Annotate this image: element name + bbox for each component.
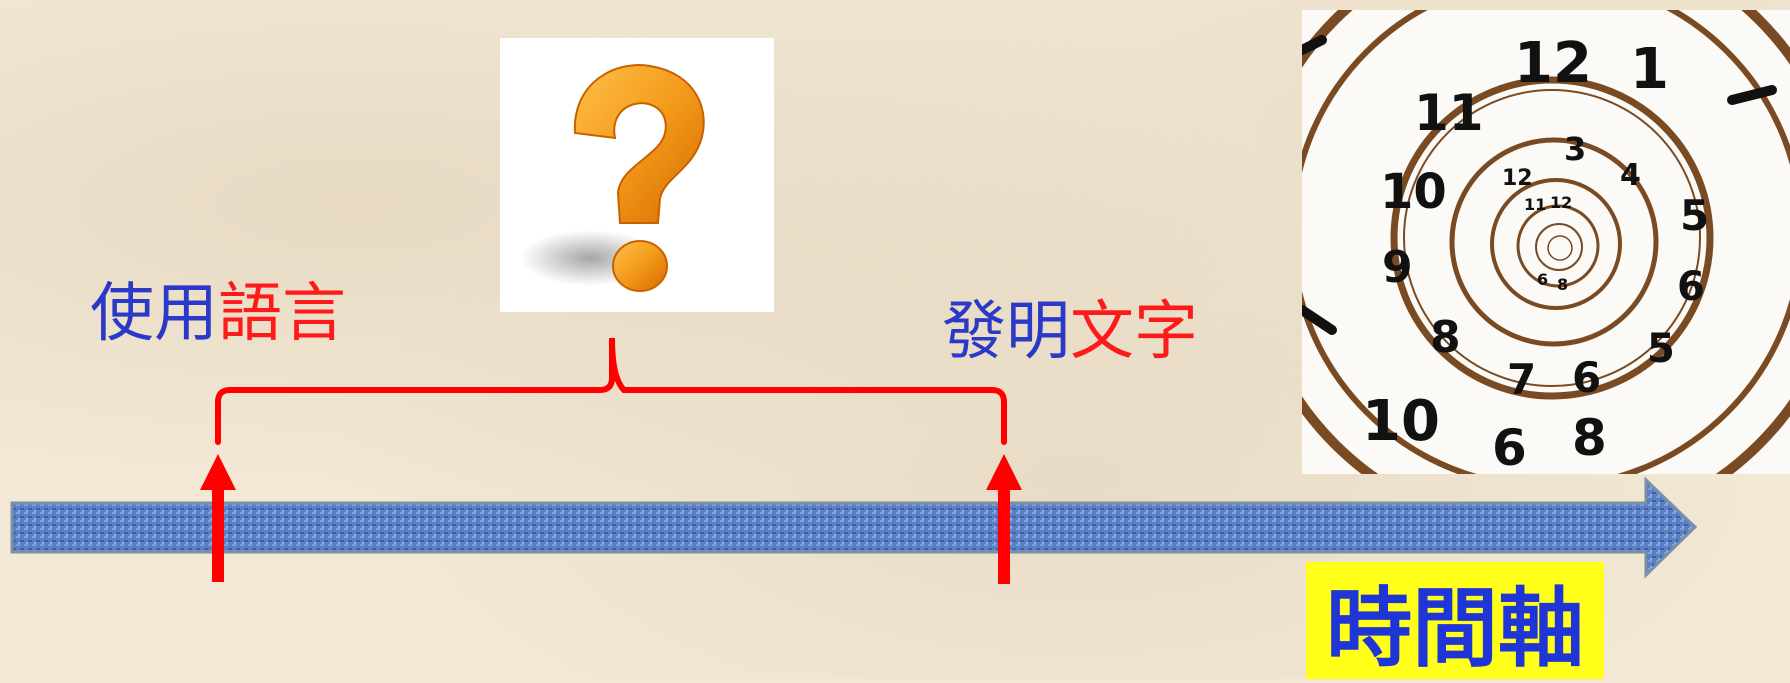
- event-label-language-part1: 使用: [90, 277, 218, 351]
- clock-number: 10: [1362, 389, 1440, 454]
- spiral-clock-icon: 12 1 11 10 9 8 7 6 5 5 6 3 4 10 6 8 12 1…: [1302, 10, 1790, 474]
- event-label-language-part2: 語言: [218, 277, 346, 351]
- question-mark-icon: [520, 64, 705, 292]
- clock-number: 4: [1620, 158, 1641, 193]
- event-label-writing-part1: 發明: [942, 295, 1070, 369]
- clock-number: 12: [1514, 31, 1592, 96]
- up-arrow-icon: [986, 454, 1022, 584]
- clock-number: 1: [1630, 37, 1669, 102]
- clock-number: 6: [1572, 353, 1601, 402]
- question-mark-image: [500, 38, 774, 312]
- event-label-language: 使用語言: [90, 282, 346, 346]
- clock-number: 6: [1492, 419, 1527, 474]
- time-axis-label: 時間軸: [1306, 562, 1604, 679]
- event-label-writing-part2: 文字: [1070, 295, 1198, 369]
- event-label-writing: 發明文字: [942, 300, 1198, 364]
- clock-number: 9: [1382, 242, 1413, 293]
- clock-number: 8: [1430, 312, 1461, 363]
- spiral-clock-image: 12 1 11 10 9 8 7 6 5 5 6 3 4 10 6 8 12 1…: [1302, 10, 1790, 474]
- up-arrow-icon: [200, 454, 236, 582]
- clock-number: 7: [1507, 355, 1536, 404]
- clock-number: 5: [1680, 191, 1709, 240]
- curly-brace-icon: [215, 337, 1007, 445]
- clock-number: 10: [1380, 164, 1447, 220]
- timeline-arrow-icon: [10, 476, 1698, 579]
- clock-number: 11: [1524, 195, 1546, 214]
- clock-number: 8: [1572, 409, 1607, 467]
- clock-number: 12: [1502, 166, 1533, 191]
- clock-number: 12: [1550, 193, 1572, 212]
- clock-number: 3: [1564, 130, 1586, 168]
- clock-number: 8: [1557, 275, 1568, 294]
- clock-number: 5: [1647, 326, 1675, 372]
- clock-number: 6: [1537, 270, 1548, 289]
- clock-number: 6: [1677, 264, 1705, 310]
- clock-number: 11: [1414, 84, 1484, 142]
